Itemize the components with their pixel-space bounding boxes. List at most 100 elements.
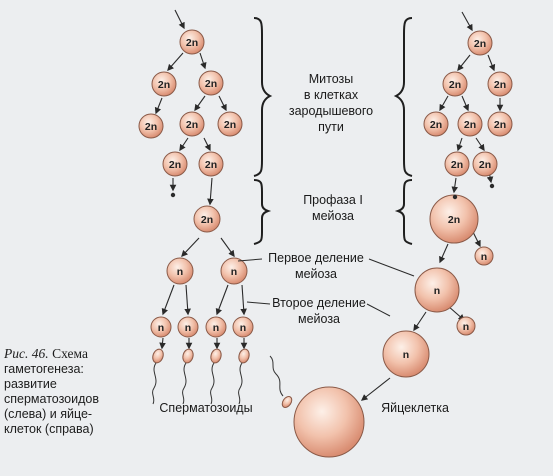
arrow: [184, 284, 191, 316]
cell-label: 2n: [494, 79, 506, 91]
arrow: [203, 137, 211, 152]
cell-label: 2n: [186, 37, 198, 49]
caption-title-word: Схема: [52, 346, 88, 361]
cell-label: 2n: [464, 119, 476, 131]
cell-label: 2n: [449, 79, 461, 91]
label-prophase: Профаза I: [303, 193, 363, 207]
diploid-cell: [179, 111, 205, 137]
label-mitosis: зародышевого: [289, 104, 373, 118]
arrow: [167, 52, 184, 71]
cell-label: 2n: [451, 159, 463, 171]
label-first-division: Первое деление: [268, 251, 364, 265]
sperm-tail: [269, 355, 284, 397]
arrow: [174, 9, 185, 30]
mitosis-bracket-right: [393, 17, 413, 177]
arrow: [240, 284, 247, 316]
cell-label: n: [231, 266, 237, 278]
cell-label: 2n: [479, 159, 491, 171]
diploid-cell: [444, 151, 470, 177]
pointer-line: [366, 303, 391, 317]
diploid-cell: [442, 71, 468, 97]
diploid-cell: [138, 113, 164, 139]
sperm-head: [210, 348, 222, 364]
cell-label: n: [463, 321, 469, 333]
cell-label: n: [158, 322, 164, 334]
diploid-cell: [423, 111, 449, 137]
cell-label: 2n: [448, 214, 460, 226]
cell-label: 2n: [430, 119, 442, 131]
cell-label: 2n: [158, 79, 170, 91]
arrow: [475, 137, 485, 152]
arrow: [181, 237, 200, 257]
arrow: [220, 237, 235, 258]
primary-spermatocyte: [193, 205, 221, 233]
ootid: [382, 330, 430, 378]
diploid-cell: [472, 151, 498, 177]
arrow: [154, 97, 163, 115]
sperm-tail: [210, 362, 215, 405]
diploid-cell: [198, 70, 224, 96]
brackets: [253, 17, 413, 245]
cell-label: n: [177, 266, 183, 278]
sperm-tail: [238, 362, 243, 405]
figure-number: Рис. 46.: [4, 346, 49, 361]
pointer-line: [237, 258, 263, 262]
diploid-cell: [487, 71, 513, 97]
sperm-head: [152, 348, 164, 364]
haploid-cell: [220, 257, 248, 285]
primary-oocyte: [429, 194, 479, 244]
cell-label: n: [434, 285, 440, 297]
label-mitosis: в клетках: [304, 88, 359, 102]
diploid-cell: [487, 111, 513, 137]
polar-body: [474, 246, 494, 266]
label-egg: Яйцеклетка: [381, 401, 449, 415]
secondary-oocyte: [414, 267, 460, 313]
cell-label: n: [240, 322, 246, 334]
cell-label: 2n: [224, 119, 236, 131]
arrow: [439, 243, 449, 264]
sperm-tail: [152, 362, 157, 405]
small-arrow-dot: [452, 194, 458, 200]
arrow: [161, 284, 175, 316]
cell-label: 2n: [474, 38, 486, 50]
label-second-division: мейоза: [298, 312, 340, 326]
diploid-cell: [467, 30, 493, 56]
caption-line: гаметогенеза:: [4, 362, 84, 376]
cell-label: n: [481, 251, 487, 263]
sperm-head: [182, 348, 194, 364]
pointer-line: [368, 258, 415, 277]
cell-label: 2n: [186, 119, 198, 131]
spermatid: [232, 316, 254, 338]
cell-label: 2n: [205, 159, 217, 171]
arrow: [218, 95, 227, 112]
haploid-cell: [166, 257, 194, 285]
arrow: [194, 95, 206, 112]
arrow: [413, 311, 427, 332]
caption-line: клеток (справа): [4, 422, 94, 436]
cell-label: 2n: [494, 119, 506, 131]
arrow: [159, 337, 166, 350]
arrow: [360, 377, 391, 401]
egg-cell: [293, 386, 365, 458]
cell-label: 2n: [145, 121, 157, 133]
arrow: [456, 137, 463, 152]
arrow: [199, 52, 207, 70]
arrow: [207, 177, 214, 206]
label-mitosis: Митозы: [309, 72, 354, 86]
cell-label: n: [213, 322, 219, 334]
arrow: [461, 95, 469, 112]
label-first-division: мейоза: [295, 267, 337, 281]
arrow: [487, 54, 496, 72]
label-sperm: Сперматозоиды: [159, 401, 252, 415]
caption-line: сперматозоидов: [4, 392, 100, 406]
arrow: [461, 11, 473, 32]
diploid-cell: [457, 111, 483, 137]
figure-caption: Рис. 46. Схема гаметогенеза: развитие сп…: [4, 346, 124, 437]
label-prophase: мейоза: [312, 209, 354, 223]
spermatid: [150, 316, 172, 338]
arrow: [439, 95, 449, 112]
cell-label: 2n: [201, 214, 213, 226]
sperm-head: [238, 348, 250, 364]
arrow: [451, 177, 459, 194]
